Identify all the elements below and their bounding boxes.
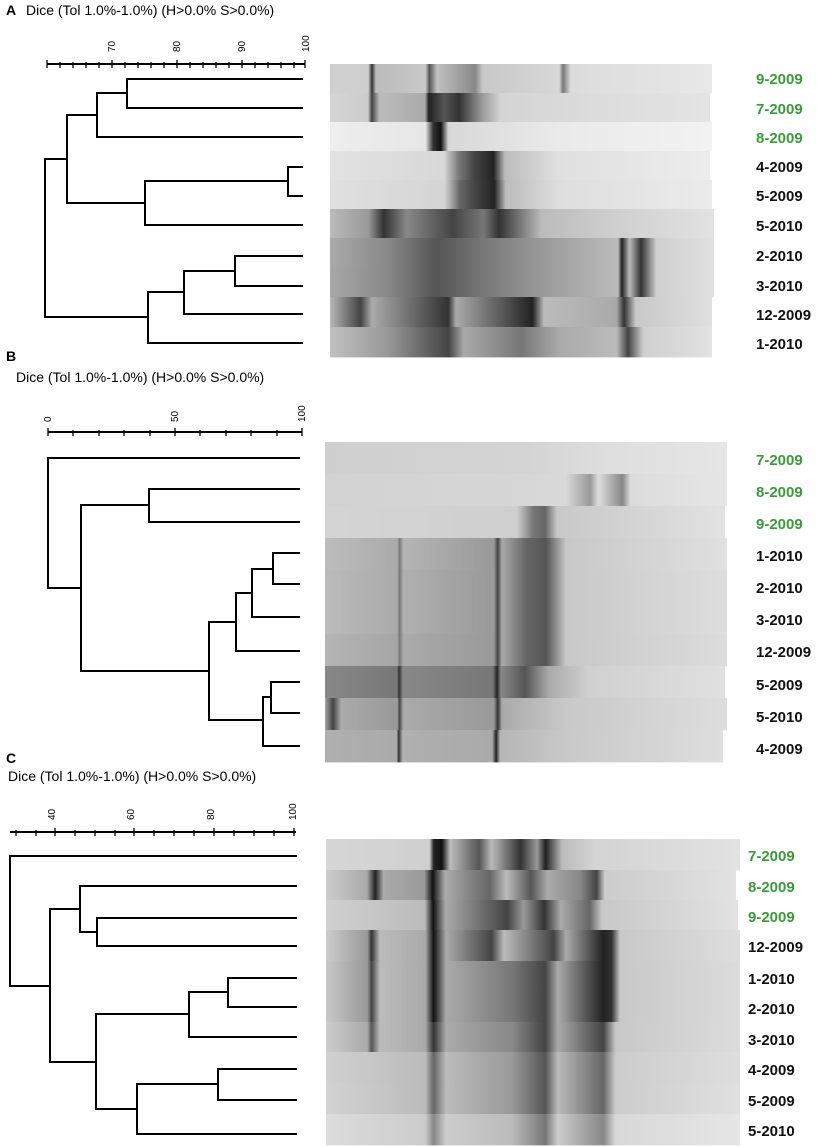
- axis-tick-label: 70: [107, 40, 118, 52]
- axis-tick-label: 50: [170, 410, 181, 422]
- panel-a: A Dice (Tol 1.0%-1.0%) (H>0.0% S>0.0%) 7…: [0, 0, 827, 360]
- gel-lane: [326, 991, 740, 1023]
- gel-lane: [325, 698, 727, 731]
- axis-tick-label: 40: [47, 808, 58, 820]
- gel-lane: [326, 900, 738, 931]
- gel-lane: [325, 506, 725, 539]
- similarity-caption: Dice (Tol 1.0%-1.0%) (H>0.0% S>0.0%): [16, 369, 265, 385]
- sample-labels: 7-2009 8-2009 9-2009 1-2010 2-2010 3-201…: [756, 452, 811, 758]
- sample-label: 1-2010: [756, 548, 803, 565]
- gel-lane: [330, 268, 714, 298]
- sample-label: 5-2010: [756, 218, 803, 235]
- gel-lane: [326, 1052, 740, 1084]
- gel-lane: [325, 538, 727, 571]
- gel-lane: [326, 961, 740, 992]
- dendrogram-a: 70 80 90 100 9-2009 7-2009 8-2009 4-2009…: [44, 35, 811, 353]
- sample-label: 8-2009: [756, 484, 803, 501]
- scale-axis: 0 50 100: [43, 405, 308, 436]
- sample-label: 2-2010: [748, 1001, 795, 1018]
- dendrogram-branches: [47, 457, 300, 747]
- gel-lane: [330, 151, 710, 181]
- sample-label: 9-2009: [756, 71, 803, 88]
- gel-lane: [325, 570, 727, 603]
- gel-image: [330, 64, 714, 358]
- gel-lane: [330, 209, 714, 239]
- sample-label: 5-2009: [756, 188, 803, 205]
- sample-labels: 7-2009 8-2009 9-2009 12-2009 1-2010 2-20…: [748, 848, 803, 1140]
- gel-lane: [326, 1083, 740, 1115]
- panel-letter: B: [6, 348, 17, 364]
- sample-label: 7-2009: [756, 452, 803, 469]
- axis-tick-label: 100: [288, 803, 299, 820]
- sample-label: 3-2010: [756, 612, 803, 629]
- sample-label: 5-2010: [756, 709, 803, 726]
- scale-axis: 70 80 90 100: [46, 35, 312, 68]
- axis-tick-label: 80: [172, 40, 183, 52]
- sample-label: 1-2010: [748, 971, 795, 988]
- axis-tick-label: 0: [43, 416, 54, 422]
- panel-letter: A: [6, 2, 17, 18]
- sample-label: 12-2009: [748, 939, 803, 956]
- gel-lane: [330, 93, 710, 123]
- gel-image: [326, 839, 740, 1146]
- sample-label: 7-2009: [756, 101, 803, 118]
- sample-label: 12-2009: [756, 307, 811, 324]
- gel-lane: [330, 238, 714, 269]
- scale-axis: 40 60 80 100: [10, 803, 299, 836]
- gel-lane: [326, 930, 740, 962]
- sample-label: 5-2009: [756, 677, 803, 694]
- sample-label: 12-2009: [756, 644, 811, 661]
- gel-lane: [330, 297, 712, 328]
- axis-tick-label: 90: [237, 40, 248, 52]
- gel-lane: [325, 602, 727, 635]
- similarity-caption: Dice (Tol 1.0%-1.0%) (H>0.0% S>0.0%): [26, 2, 275, 18]
- dendrogram-branches: [44, 78, 303, 344]
- gel-lane: [326, 839, 740, 871]
- gel-lane: [326, 1114, 740, 1146]
- panel-c: C Dice (Tol 1.0%-1.0%) (H>0.0% S>0.0%) 4…: [0, 750, 827, 1147]
- gel-lane: [325, 666, 725, 699]
- sample-label: 2-2010: [756, 248, 803, 265]
- gel-lane: [326, 1022, 740, 1053]
- axis-tick-label: 60: [126, 808, 137, 820]
- gel-lane: [330, 122, 712, 152]
- sample-label: 7-2009: [748, 848, 795, 865]
- sample-labels: 9-2009 7-2009 8-2009 4-2009 5-2009 5-201…: [756, 71, 811, 353]
- sample-label: 5-2009: [748, 1093, 795, 1110]
- panel-b: B Dice (Tol 1.0%-1.0%) (H>0.0% S>0.0%) 0…: [0, 348, 827, 770]
- dendrogram-c: 40 60 80 100 7-2009 8-2009 9-2009 12-200…: [9, 803, 803, 1140]
- sample-label: 3-2010: [748, 1032, 795, 1049]
- gel-lane: [325, 442, 727, 475]
- sample-label: 3-2010: [756, 278, 803, 295]
- sample-label: 4-2009: [748, 1062, 795, 1079]
- similarity-caption: Dice (Tol 1.0%-1.0%) (H>0.0% S>0.0%): [8, 768, 257, 784]
- sample-label: 9-2009: [748, 909, 795, 926]
- sample-label: 1-2010: [756, 336, 803, 353]
- sample-label: 8-2009: [748, 879, 795, 896]
- sample-label: 8-2009: [756, 130, 803, 147]
- gel-lane: [330, 327, 712, 358]
- gel-image: [325, 442, 727, 763]
- axis-tick-label: 100: [297, 405, 308, 422]
- panel-letter: C: [6, 750, 17, 766]
- axis-tick-label: 80: [206, 808, 217, 820]
- gel-lane: [325, 634, 727, 667]
- axis-tick-label: 100: [301, 35, 312, 52]
- sample-label: 5-2010: [748, 1123, 795, 1140]
- gel-lane: [330, 180, 712, 210]
- sample-label: 9-2009: [756, 516, 803, 533]
- sample-label: 4-2009: [756, 741, 803, 758]
- gel-lane: [325, 474, 727, 507]
- sample-label: 4-2009: [756, 159, 803, 176]
- gel-lane: [326, 870, 736, 901]
- gel-lane: [330, 64, 712, 94]
- dendrogram-branches: [9, 855, 297, 1135]
- sample-label: 2-2010: [756, 580, 803, 597]
- dendrogram-b: 0 50 100 7-2009 8-2009 9-2009 1-2010 2-2…: [43, 405, 811, 758]
- gel-lane: [325, 730, 723, 763]
